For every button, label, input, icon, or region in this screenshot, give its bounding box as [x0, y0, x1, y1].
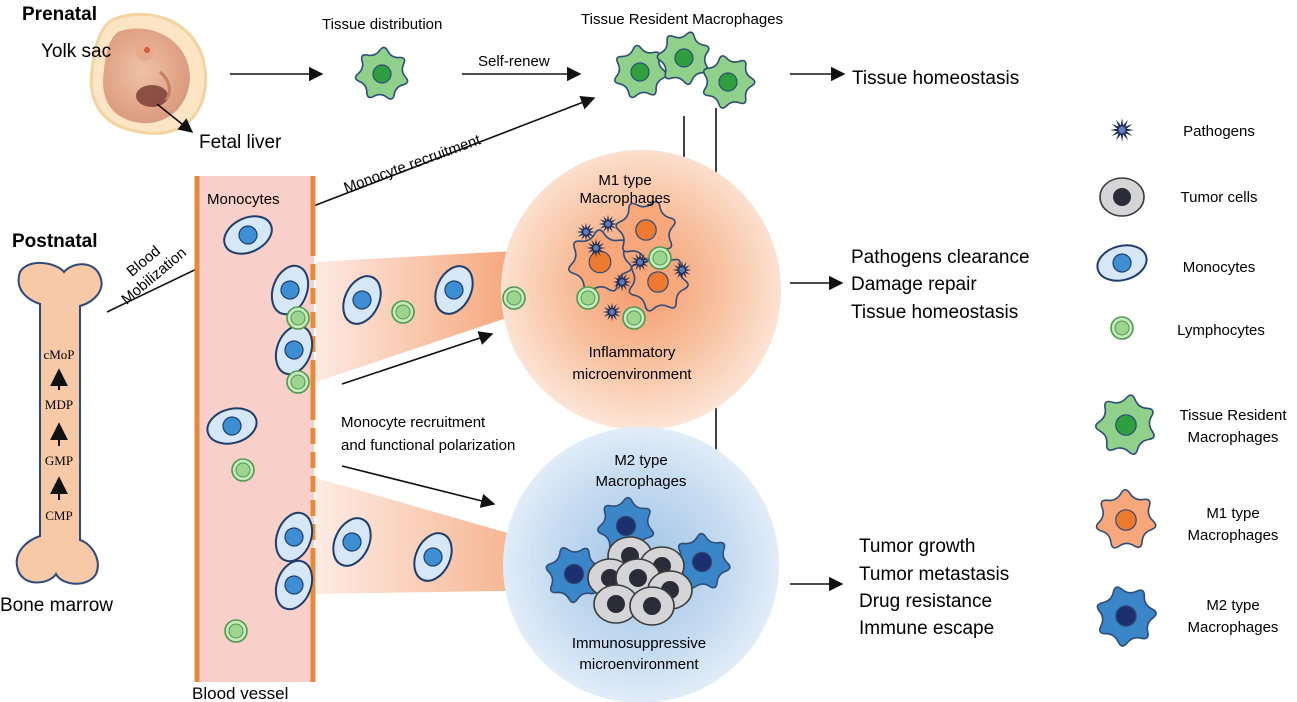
- tissue-homeostasis-label: Tissue homeostasis: [852, 68, 1019, 89]
- lymphocyte: [286, 306, 310, 330]
- monocyte: [342, 275, 382, 325]
- lymphocyte: [648, 246, 672, 270]
- lymphocyte: [1110, 316, 1134, 340]
- m2-outcome-2: Tumor metastasis: [859, 564, 1009, 585]
- monocyte: [413, 532, 453, 582]
- m2-outcome-1: Tumor growth: [859, 536, 976, 557]
- m2-outcome-4: Immune escape: [859, 618, 994, 639]
- m2-env-1: Immunosuppressive: [572, 635, 706, 652]
- embryo-illustration: [89, 12, 208, 135]
- m1-outcome-2: Damage repair: [851, 274, 977, 295]
- monocyte: [274, 559, 314, 611]
- pathogen: [612, 272, 632, 292]
- m1-macrophage-cluster: [568, 200, 692, 330]
- tissue-resident-macrophage: [354, 46, 409, 100]
- m1-title-1: M1 type: [598, 172, 651, 189]
- legend-label-pathogens: Pathogens: [1183, 123, 1255, 140]
- tissue-resident-macrophage-icon: [1094, 394, 1155, 455]
- postnatal-title: Postnatal: [12, 231, 98, 252]
- pathogen: [576, 222, 596, 242]
- legend-label-m2-1: M2 type: [1206, 597, 1259, 614]
- trm-title: Tissue Resident Macrophages: [581, 11, 783, 28]
- stage-cmop: cMoP: [43, 347, 74, 362]
- stage-cmp: CMP: [45, 508, 72, 523]
- lymphocyte: [576, 286, 600, 310]
- legend-label-m1-2: Macrophages: [1188, 527, 1279, 544]
- monocyte: [332, 517, 372, 567]
- m2-title-1: M2 type: [614, 452, 667, 469]
- monocyte: [206, 407, 258, 445]
- monocytes-label: Monocytes: [207, 191, 280, 208]
- prenatal-title: Prenatal: [22, 4, 97, 25]
- lymphocyte: [224, 619, 248, 643]
- tissue-resident-macrophage-cluster: [613, 31, 756, 109]
- monocyte: [223, 215, 273, 255]
- m1-env-1: Inflammatory: [589, 344, 676, 361]
- m1-macrophage: [615, 200, 676, 261]
- pathogen: [630, 252, 650, 272]
- monocyte: [1096, 244, 1148, 282]
- tumor-cell: [629, 586, 675, 626]
- blood-vessel-label: Blood vessel: [192, 684, 288, 702]
- recruitment-polarization-label-2: and functional polarization: [341, 437, 515, 454]
- tissue-resident-macrophage: [656, 31, 710, 86]
- monocyte: [274, 511, 314, 563]
- m1-env-2: microenvironment: [572, 366, 692, 383]
- legend-label-trm-2: Macrophages: [1188, 429, 1279, 446]
- tissue-resident-macrophage-icon: [354, 46, 409, 100]
- pathogen: [672, 260, 692, 280]
- tissue-distribution-label: Tissue distribution: [322, 16, 442, 33]
- monocyte: [270, 264, 310, 316]
- tumor-cell: [1099, 177, 1145, 217]
- pathogen: [1110, 118, 1134, 142]
- lymphocyte: [231, 458, 255, 482]
- stage-gmp: GMP: [45, 453, 73, 468]
- legend-label-m2-2: Macrophages: [1188, 619, 1279, 636]
- lymphocyte: [502, 286, 526, 310]
- pathogen: [598, 214, 618, 234]
- m2-macrophage-icon: [1096, 586, 1157, 647]
- monocyte: [434, 265, 474, 315]
- m1-title-2: Macrophages: [580, 190, 671, 207]
- bone-marrow-illustration: [15, 262, 103, 585]
- yolk-sac-label: Yolk sac: [41, 41, 111, 62]
- legend-label-m1-1: M1 type: [1206, 505, 1259, 522]
- m1-macrophage-icon: [1095, 488, 1157, 549]
- fetal-liver-label: Fetal liver: [199, 132, 282, 153]
- lymphocyte: [286, 370, 310, 394]
- recruitment-polarization-label-1: Monocyte recruitment: [341, 414, 486, 431]
- legend-label-tumor-cells: Tumor cells: [1181, 189, 1258, 206]
- self-renew-label: Self-renew: [478, 53, 550, 70]
- monocyte-recruitment-label: Monocyte recruitment: [342, 131, 484, 197]
- m2-title-2: Macrophages: [596, 473, 687, 490]
- m1-outcome-1: Pathogens clearance: [851, 247, 1030, 268]
- stage-mdp: MDP: [45, 397, 73, 412]
- bone-marrow-label: Bone marrow: [0, 595, 113, 616]
- m1-outcome-3: Tissue homeostasis: [851, 302, 1018, 323]
- m2-macrophage-cluster: [545, 496, 731, 626]
- m2-outcome-3: Drug resistance: [859, 591, 992, 612]
- monocyte: [274, 324, 314, 376]
- tissue-resident-macrophage: [702, 55, 756, 109]
- lymphocyte: [622, 306, 646, 330]
- m2-env-2: microenvironment: [579, 656, 699, 673]
- legend-label-trm-1: Tissue Resident: [1180, 407, 1288, 424]
- legend-icons: [1094, 118, 1157, 647]
- cell-layer: [206, 200, 731, 643]
- legend-label-monocytes: Monocytes: [1183, 259, 1256, 276]
- legend-label-lymphocytes: Lymphocytes: [1177, 322, 1265, 339]
- pathogen: [602, 302, 622, 322]
- pathogen: [586, 238, 606, 258]
- lymphocyte: [391, 300, 415, 324]
